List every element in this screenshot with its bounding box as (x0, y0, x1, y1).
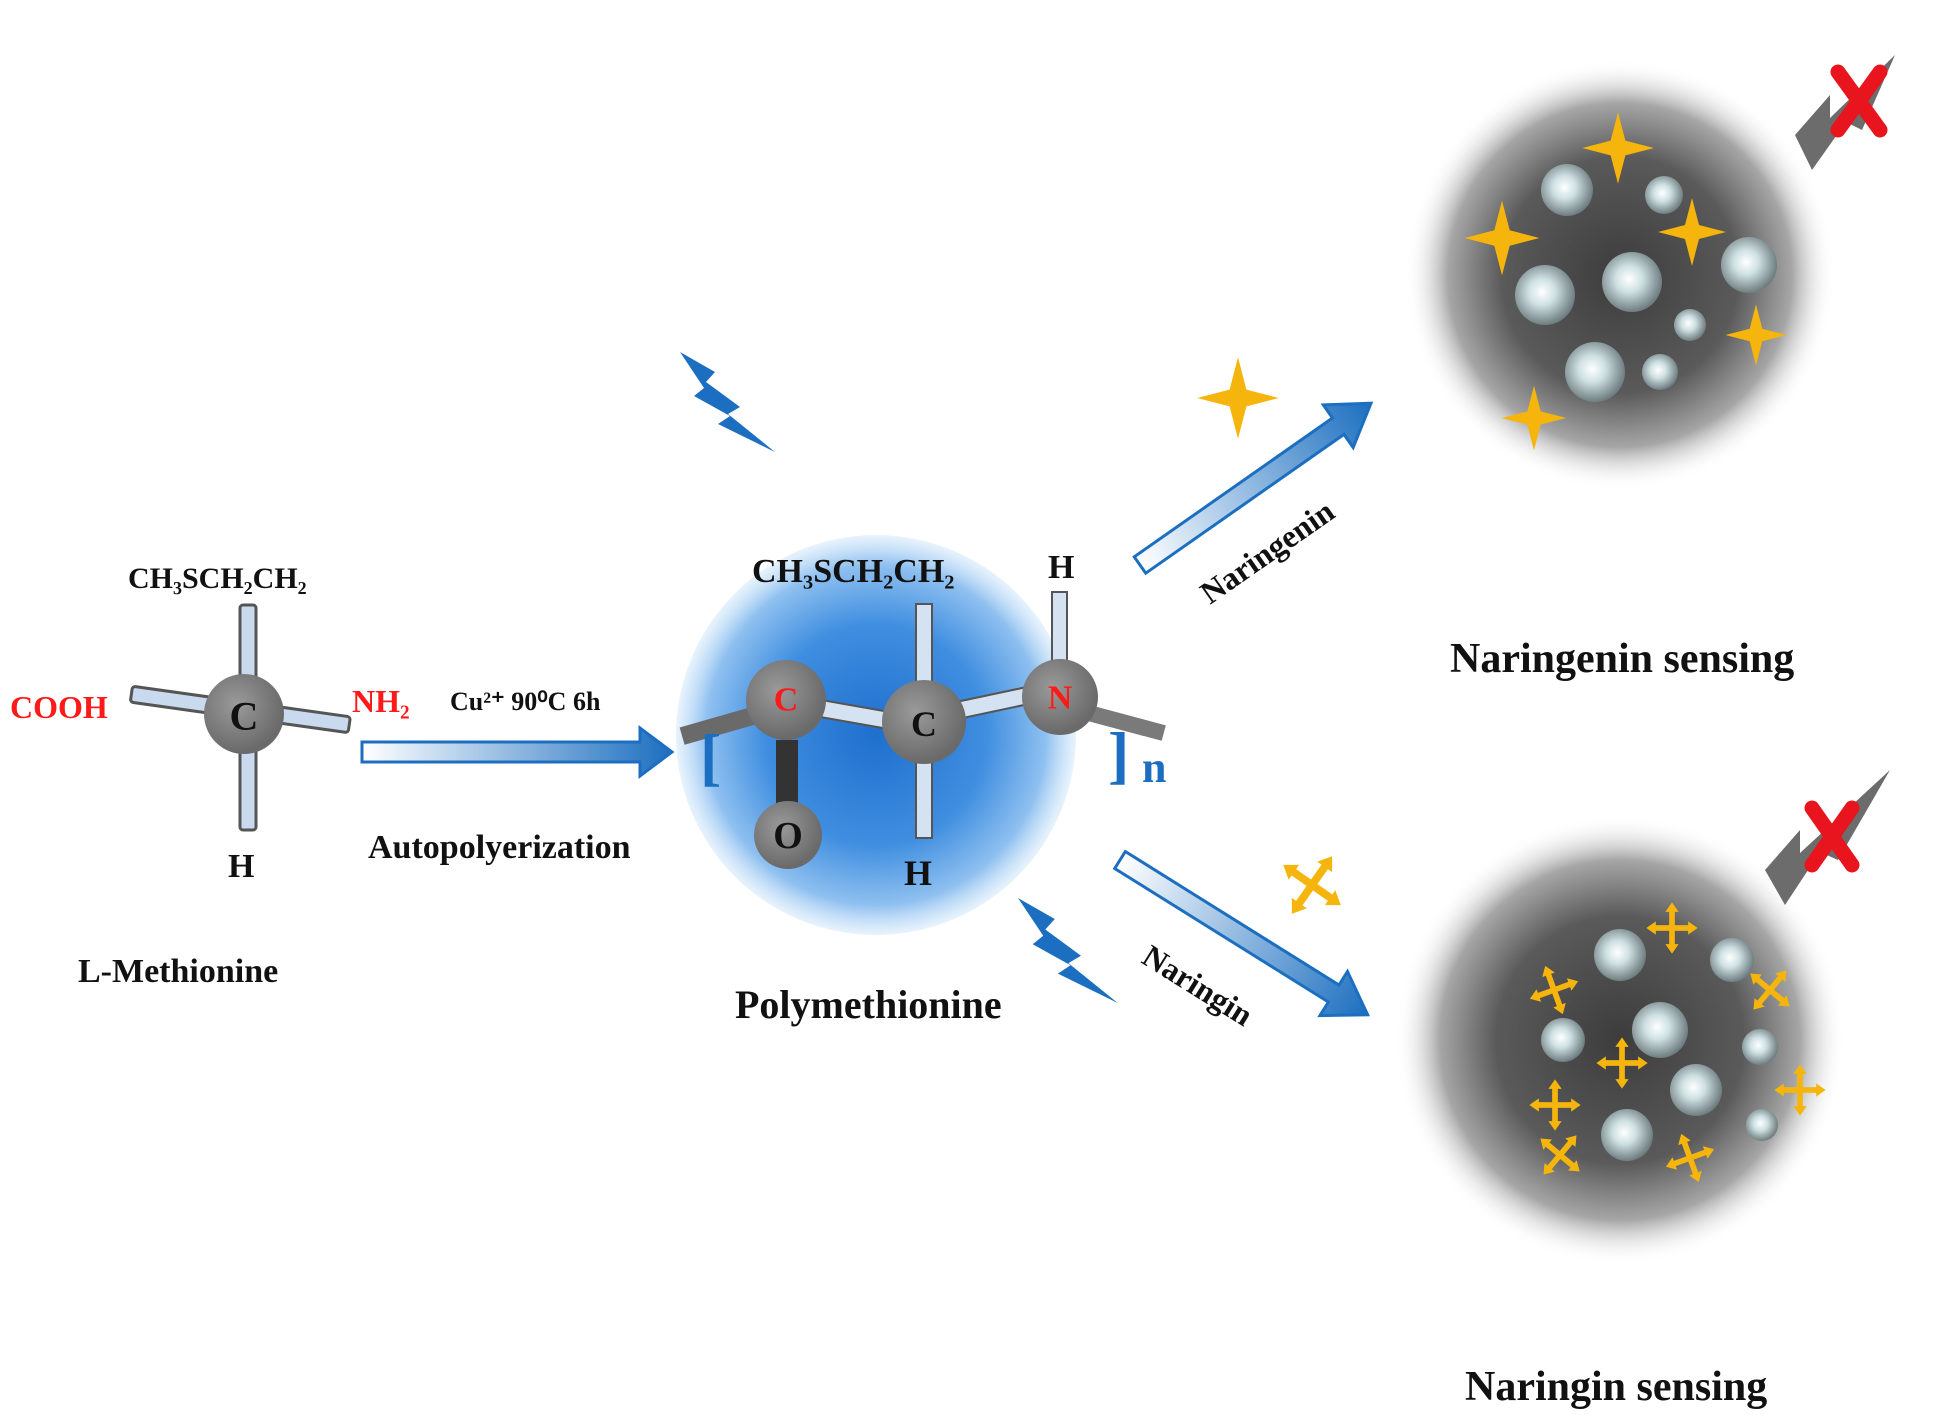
polymer-substituent: CH₃SCH₂CH₂ (752, 553, 955, 590)
polymethionine-molecule: C O C N CH₃SCH₂CH₂ H H [ ] n Polymethion… (676, 535, 1166, 1027)
alpha-carbon (882, 680, 966, 764)
naringenin-particle (1405, 60, 1835, 490)
reaction-arrow: Cu²⁺ 90⁰C 6h Autopolyerization (360, 687, 675, 866)
quantum-dot (1674, 309, 1706, 341)
quantum-dot (1565, 342, 1625, 402)
naringin-arrow-shape (1112, 849, 1370, 1018)
quantum-dot (1541, 164, 1593, 216)
quantum-dot (1742, 1029, 1778, 1065)
particle-body (1395, 815, 1845, 1265)
quantum-dot (1721, 237, 1777, 293)
quantum-dot (1594, 929, 1646, 981)
naringenin-arrow: Naringenin (1132, 401, 1374, 611)
quantum-dot (1515, 265, 1575, 325)
carbon-atom (204, 674, 284, 754)
quantum-dot (1642, 354, 1678, 390)
bracket-open: [ (700, 721, 721, 792)
quantum-dot (1670, 1064, 1722, 1116)
lightning-icon (680, 352, 775, 452)
quantum-dot (1645, 176, 1683, 214)
naringenin-caption: Naringenin sensing (1450, 636, 1794, 682)
alpha-carbon-label: C (911, 704, 937, 744)
nitrogen-label: N (1048, 680, 1073, 717)
cross-arrow-icon (1263, 836, 1361, 934)
bracket-close: ] (1108, 719, 1129, 790)
quantum-dot (1710, 938, 1754, 982)
monomer-substituent: CH₃SCH₂CH₂ (128, 562, 307, 595)
oxygen-label: O (773, 815, 803, 857)
l-methionine-molecule: C CH₃SCH₂CH₂ COOH NH₂ H L-Methionine (10, 562, 410, 990)
polymer-hydrogen-top: H (1048, 549, 1074, 586)
lightning-icon (1018, 898, 1118, 1003)
polymer-hydrogen-bottom: H (904, 853, 932, 893)
reaction-conditions: Cu²⁺ 90⁰C 6h (450, 687, 601, 716)
polymer-glow (676, 535, 1076, 935)
quantum-dot (1601, 1109, 1653, 1161)
monomer-hydrogen: H (228, 848, 254, 885)
oxygen-atom (754, 801, 822, 869)
carbonyl-carbon (746, 660, 826, 740)
center-atom-label: C (230, 694, 259, 739)
carboxyl-group: COOH (10, 689, 108, 725)
reaction-arrow-shape (360, 725, 675, 779)
red-x-icon (1804, 800, 1860, 873)
naringenin-arrow-shape (1132, 401, 1374, 576)
naringin-arrow-label: Naringin (1136, 937, 1259, 1033)
quantum-dot (1602, 252, 1662, 312)
quantum-dot (1632, 1002, 1688, 1058)
repeat-index: n (1142, 743, 1166, 792)
red-x-icon (1830, 64, 1888, 138)
quantum-dot (1541, 1018, 1585, 1062)
amino-group: NH₂ (352, 683, 410, 719)
carbonyl-carbon-label: C (774, 682, 799, 719)
nitrogen-atom (1022, 659, 1098, 735)
quantum-dot (1746, 1109, 1778, 1141)
naringin-particle (1395, 815, 1845, 1265)
polymer-name: Polymethionine (735, 982, 1002, 1027)
naringin-arrow: Naringin (1112, 849, 1370, 1033)
sparkle-star-icon (1197, 357, 1279, 439)
monomer-name: L-Methionine (78, 953, 278, 990)
reaction-process-label: Autopolyerization (368, 829, 631, 866)
naringin-caption: Naringin sensing (1465, 1364, 1767, 1410)
